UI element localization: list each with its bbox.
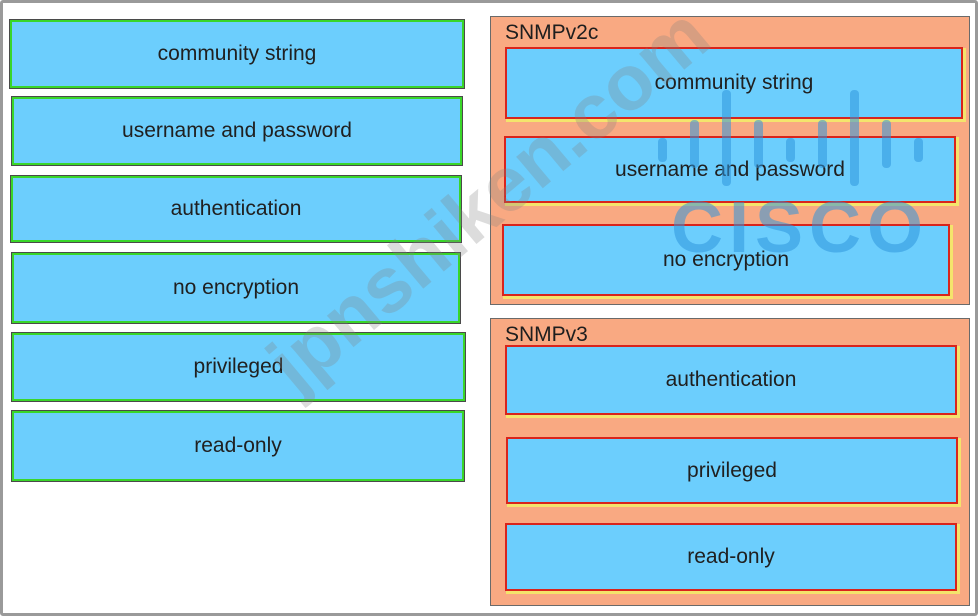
target-item-privileged[interactable]: privileged bbox=[506, 437, 958, 504]
group-title-snmpv3: SNMPv3 bbox=[505, 323, 588, 346]
source-item-community-string[interactable]: community string bbox=[9, 19, 465, 89]
target-item-community-string[interactable]: community string bbox=[505, 47, 963, 119]
target-item-label: no encryption bbox=[662, 248, 790, 271]
target-item-label: read-only bbox=[687, 545, 775, 568]
source-item-no-encryption[interactable]: no encryption bbox=[11, 252, 461, 324]
group-title-snmpv2c: SNMPv2c bbox=[505, 21, 599, 44]
source-item-label: authentication bbox=[170, 197, 302, 220]
source-item-label: read-only bbox=[194, 434, 282, 457]
target-item-label: privileged bbox=[687, 458, 777, 482]
source-item-username-and-password[interactable]: username and password bbox=[11, 96, 463, 166]
source-item-label: community string bbox=[157, 42, 317, 65]
target-item-authentication[interactable]: authentication bbox=[505, 345, 957, 415]
source-item-privileged[interactable]: privileged bbox=[11, 332, 466, 402]
target-item-username-and-password[interactable]: username and password bbox=[504, 136, 956, 203]
source-item-label: no encryption bbox=[172, 276, 300, 299]
target-item-no-encryption[interactable]: no encryption bbox=[502, 224, 950, 296]
target-item-label: username and password bbox=[615, 157, 845, 181]
target-item-label: authentication bbox=[665, 368, 797, 391]
target-item-read-only[interactable]: read-only bbox=[505, 523, 957, 591]
source-item-label: username and password bbox=[122, 119, 352, 142]
source-item-label: privileged bbox=[193, 355, 284, 378]
source-item-read-only[interactable]: read-only bbox=[11, 410, 465, 482]
source-item-authentication[interactable]: authentication bbox=[10, 175, 462, 243]
target-item-label: community string bbox=[654, 71, 814, 94]
